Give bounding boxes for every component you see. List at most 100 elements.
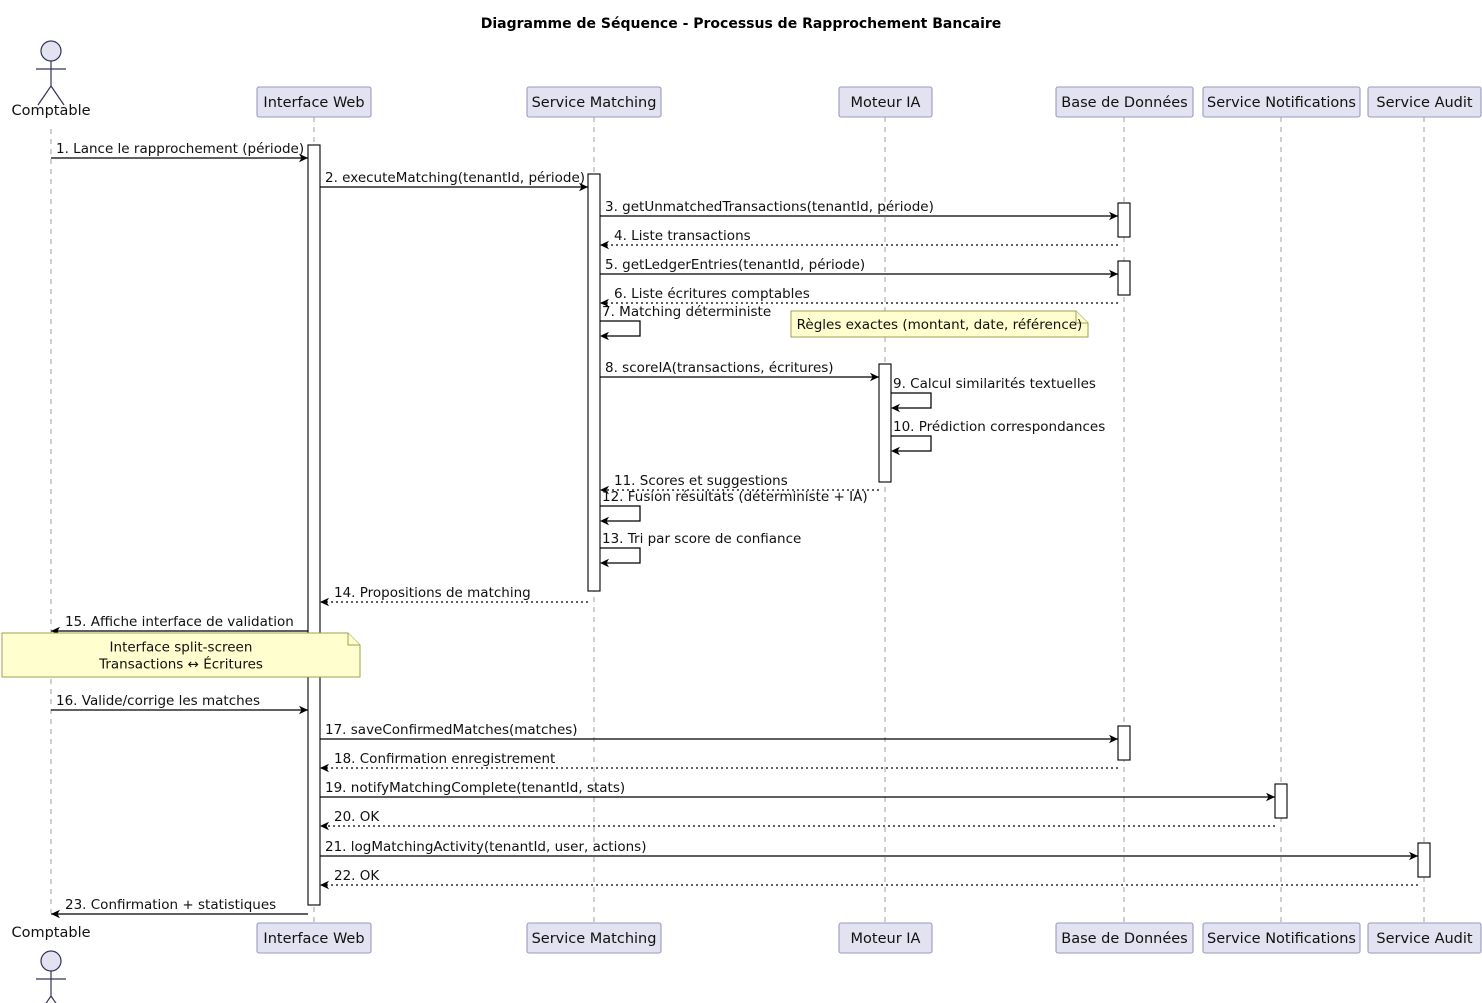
message-label: 18. Confirmation enregistrement — [334, 751, 555, 767]
participant-label: Moteur IA — [851, 931, 921, 947]
participant-box[interactable] — [1055, 86, 1194, 118]
message-label: 22. OK — [334, 868, 380, 884]
participant-box[interactable] — [256, 86, 372, 118]
message-16: 16. Valide/corrige les matches — [51, 693, 308, 715]
self-call-path — [600, 505, 641, 522]
participant-box[interactable] — [526, 922, 662, 954]
participant-footer-audit[interactable]: Service Audit — [1367, 922, 1482, 954]
participant-box[interactable] — [526, 86, 662, 118]
participant-footer-notif[interactable]: Service Notifications — [1202, 922, 1361, 954]
participant-label: Base de Données — [1061, 95, 1187, 111]
arrow-head — [600, 485, 609, 495]
message-label: 23. Confirmation + statistiques — [65, 897, 276, 913]
participant-header-audit[interactable]: Service Audit — [1367, 86, 1482, 118]
participant-label: Service Matching — [532, 931, 657, 947]
arrow-head — [600, 331, 609, 341]
participant-header-notif[interactable]: Service Notifications — [1202, 86, 1361, 118]
message-17: 17. saveConfirmedMatches(matches) — [320, 722, 1118, 744]
participant-header-match[interactable]: Service Matching — [526, 86, 662, 118]
participant-header-ia[interactable]: Moteur IA — [838, 86, 933, 118]
participant-box[interactable] — [1202, 922, 1361, 954]
note-fold-corner — [347, 633, 360, 646]
message-label: 1. Lance le rapprochement (période) — [56, 141, 304, 157]
note-line: Interface split-screen — [110, 640, 253, 656]
message-4: 4. Liste transactions — [600, 228, 1118, 250]
message-12: 12. Fusion résultats (déterministe + IA) — [600, 489, 868, 526]
arrow-head — [320, 821, 329, 831]
participant-box[interactable] — [1367, 922, 1482, 954]
participant-box[interactable] — [838, 922, 933, 954]
participant-footer-match[interactable]: Service Matching — [526, 922, 662, 954]
activation-bar-db — [1117, 202, 1131, 238]
message-15: 15. Affiche interface de validation — [51, 614, 308, 636]
actor-label: Comptable — [11, 925, 90, 941]
message-label: 15. Affiche interface de validation — [65, 614, 294, 630]
actor-top[interactable]: Comptable — [11, 40, 91, 119]
participant-box[interactable] — [1367, 86, 1482, 118]
arrow-head — [870, 372, 879, 382]
arrow-head — [891, 446, 900, 456]
activation-bar-ia — [878, 363, 892, 483]
message-label: 5. getLedgerEntries(tenantId, période) — [605, 257, 865, 273]
participant-label: Service Matching — [532, 95, 657, 111]
message-6: 6. Liste écritures comptables — [600, 286, 1118, 308]
participant-header-ui[interactable]: Interface Web — [256, 86, 372, 118]
message-20: 20. OK — [320, 809, 1275, 831]
participant-label: Base de Données — [1061, 931, 1187, 947]
message-label: 14. Propositions de matching — [334, 585, 531, 601]
message-label: 3. getUnmatchedTransactions(tenantId, pé… — [605, 199, 934, 215]
message-label: 2. executeMatching(tenantId, période) — [325, 170, 585, 186]
arrow-head — [51, 909, 60, 919]
message-label: 12. Fusion résultats (déterministe + IA) — [602, 489, 868, 505]
message-label: 4. Liste transactions — [614, 228, 751, 244]
message-label: 19. notifyMatchingComplete(tenantId, sta… — [325, 780, 625, 796]
participant-box[interactable] — [1202, 86, 1361, 118]
self-call-path — [600, 320, 641, 337]
actor-label: Comptable — [11, 103, 90, 119]
note-fold-corner — [1075, 311, 1088, 324]
arrow-head — [299, 153, 308, 163]
message-label: 7. Matching déterministe — [602, 304, 771, 320]
self-call-path — [891, 392, 932, 409]
participant-box[interactable] — [838, 86, 933, 118]
page-title: Diagramme de Séquence - Processus de Rap… — [481, 16, 1002, 32]
arrow-head — [320, 880, 329, 890]
participant-footer-ia[interactable]: Moteur IA — [838, 922, 933, 954]
participant-box[interactable] — [1055, 922, 1194, 954]
self-call-path — [600, 547, 641, 564]
arrow-head — [299, 705, 308, 715]
arrow-head — [1109, 734, 1118, 744]
self-call-path — [891, 435, 932, 452]
message-label: 17. saveConfirmedMatches(matches) — [325, 722, 578, 738]
arrow-head — [600, 240, 609, 250]
arrow-head — [600, 516, 609, 526]
message-21: 21. logMatchingActivity(tenantId, user, … — [320, 839, 1418, 861]
message-label: 9. Calcul similarités textuelles — [893, 376, 1096, 392]
participant-footer-ui[interactable]: Interface Web — [256, 922, 372, 954]
participant-box[interactable] — [256, 922, 372, 954]
note-body — [1, 632, 361, 678]
participant-footer-db[interactable]: Base de Données — [1055, 922, 1194, 954]
activation-bar-db — [1117, 260, 1131, 296]
message-label: 21. logMatchingActivity(tenantId, user, … — [325, 839, 646, 855]
messages-layer: 1. Lance le rapprochement (période) 2. ex… — [51, 141, 1418, 919]
arrow-head — [891, 403, 900, 413]
participant-label: Service Audit — [1376, 95, 1473, 111]
message-18: 18. Confirmation enregistrement — [320, 751, 1118, 773]
actor-bottom[interactable]: Comptable — [11, 925, 91, 1003]
message-3: 3. getUnmatchedTransactions(tenantId, pé… — [600, 199, 1118, 221]
message-label: 16. Valide/corrige les matches — [56, 693, 260, 709]
participant-header-db[interactable]: Base de Données — [1055, 86, 1194, 118]
message-13: 13. Tri par score de confiance — [600, 531, 801, 568]
message-19: 19. notifyMatchingComplete(tenantId, sta… — [320, 780, 1275, 802]
participant-label: Interface Web — [263, 931, 364, 947]
message-11: 11. Scores et suggestions — [600, 473, 879, 495]
message-23: 23. Confirmation + statistiques — [51, 897, 308, 919]
arrow-head — [1266, 792, 1275, 802]
message-10: 10. Prédiction correspondances — [891, 419, 1105, 456]
arrow-head — [579, 182, 588, 192]
